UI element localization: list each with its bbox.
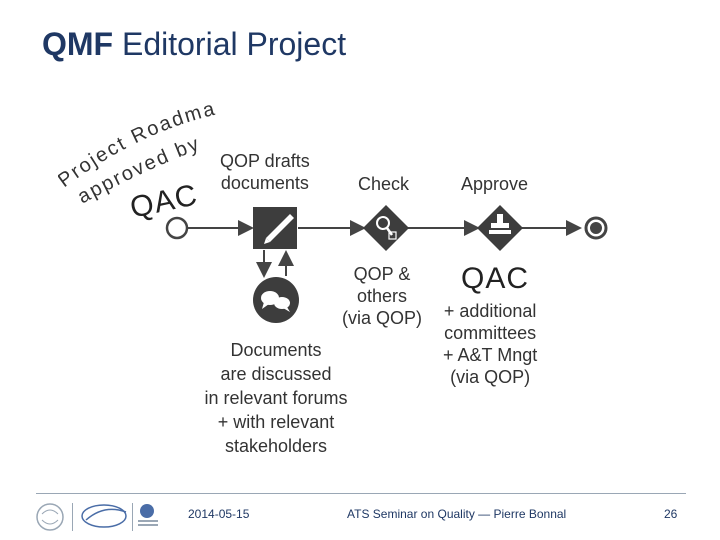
- check-by-line: QOP &: [353, 264, 411, 284]
- footer-date: 2014-05-15: [188, 507, 250, 521]
- discussion-line: + with relevant: [217, 412, 335, 432]
- footer-divider: [36, 493, 686, 494]
- approve-by-line: (via QOP): [450, 367, 531, 387]
- magnifier-check-icon: [363, 205, 409, 251]
- step-approve-label: Approve: [461, 174, 529, 194]
- approve-by-block: QAC: [440, 262, 550, 296]
- approve-by-line: + additional: [443, 301, 537, 321]
- discussion-line: Documents: [230, 340, 322, 360]
- step-check-label: Check: [358, 174, 410, 194]
- approve-by-line: committees: [444, 323, 537, 343]
- stamp-approve-icon: [477, 205, 523, 251]
- institution-logos-icon: [36, 503, 158, 531]
- approve-by-line: + A&T Mngt: [443, 345, 538, 365]
- discussion-line: are discussed: [220, 364, 332, 384]
- discussion-text: Documents are discussed in relevant foru…: [186, 338, 366, 458]
- pen-edit-icon: [253, 207, 297, 249]
- check-by-line: (via QOP): [342, 308, 423, 328]
- discussion-line: in relevant forums: [204, 388, 348, 408]
- step-drafts-line-1: QOP drafts: [220, 151, 310, 171]
- start-circle-icon: [165, 216, 189, 240]
- title-rest: Editorial Project: [113, 26, 347, 62]
- slide-title: QMF Editorial Project: [42, 26, 346, 63]
- approve-by-qac: QAC: [460, 262, 529, 295]
- footer-page-number: 26: [664, 507, 678, 521]
- approve-by-text: + additional committees + A&T Mngt (via …: [443, 300, 537, 388]
- step-drafts-label: QOP drafts documents: [220, 150, 310, 194]
- discussion-line: stakeholders: [224, 436, 328, 456]
- title-bold: QMF: [42, 26, 114, 62]
- footer-event: ATS Seminar on Quality — Pierre Bonnal: [347, 507, 567, 521]
- curved-caption: Project Roadmap approved by: [58, 96, 217, 208]
- step-drafts-line-2: documents: [220, 173, 309, 193]
- check-by-line: others: [356, 286, 408, 306]
- check-by-text: QOP & others (via QOP): [342, 263, 422, 329]
- discussion-bubbles-icon: [253, 277, 299, 323]
